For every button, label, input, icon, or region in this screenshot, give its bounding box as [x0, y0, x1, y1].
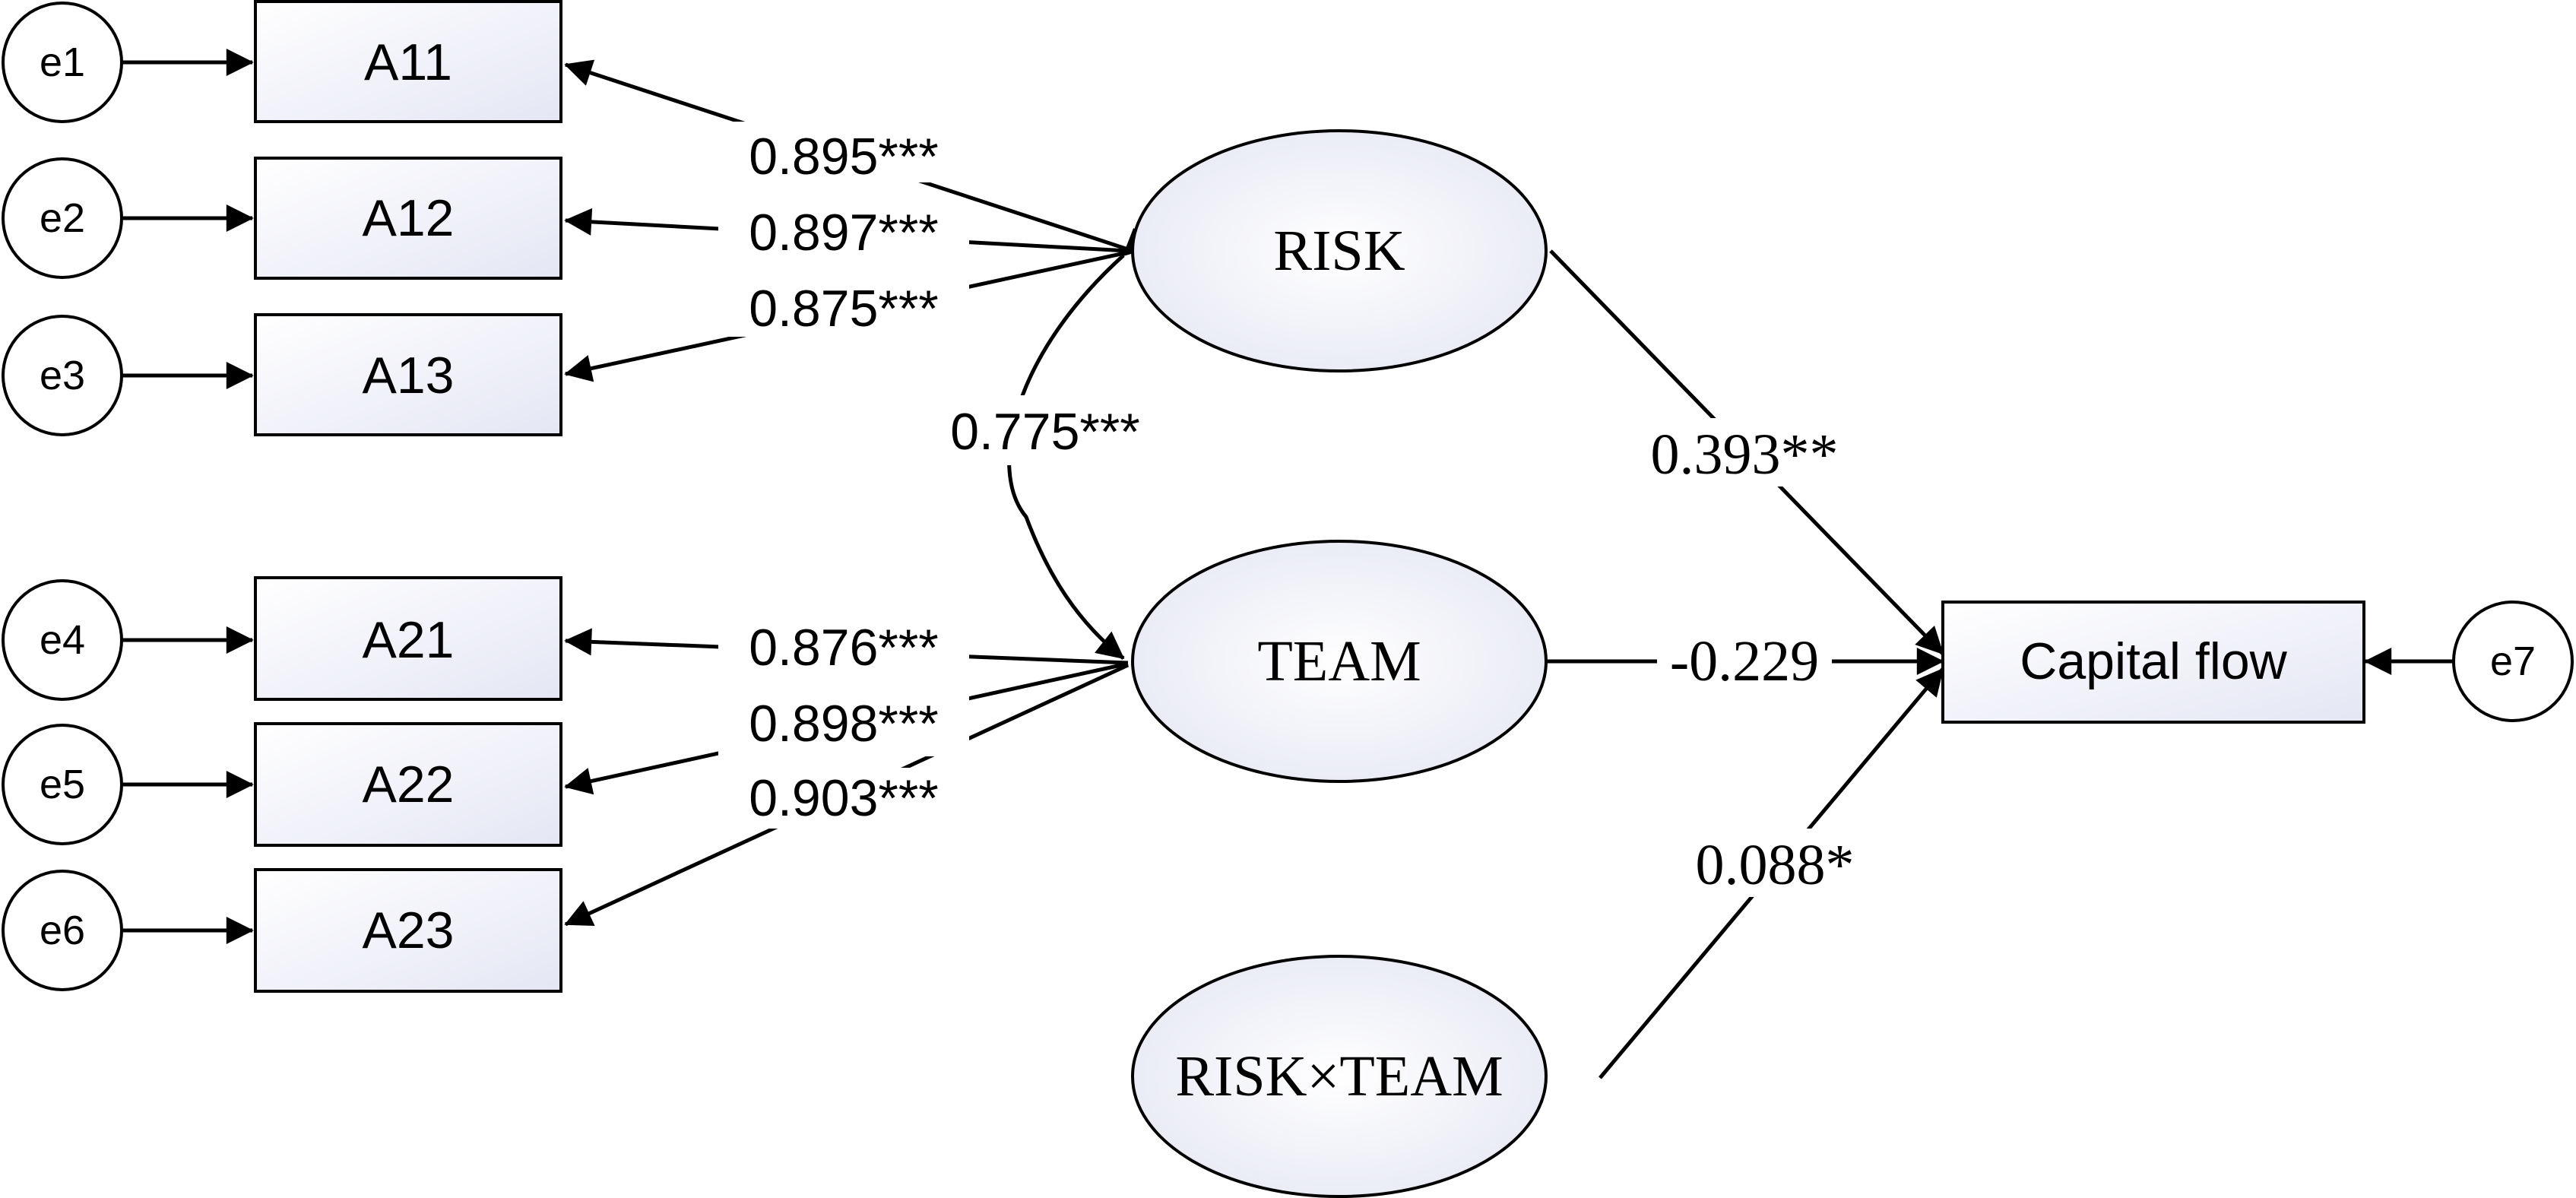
- indicator-a22: A22: [254, 722, 562, 847]
- loading-team-a23: 0.903***: [749, 769, 939, 827]
- error-e7-label: e7: [2490, 639, 2536, 684]
- indicator-a22-label: A22: [363, 756, 455, 813]
- error-arrows: [122, 49, 2461, 944]
- path-interaction-capital: 0.088*: [1696, 833, 1855, 897]
- error-e7: e7: [2452, 601, 2574, 722]
- path-risk-capital: 0.393**: [1651, 423, 1839, 486]
- indicator-a21-label: A21: [363, 611, 455, 669]
- loading-team-a22: 0.898***: [749, 695, 939, 753]
- latents: RISK TEAM RISK×TEAM: [1131, 129, 1548, 1198]
- indicator-a13: A13: [254, 313, 562, 436]
- indicator-a12-label: A12: [363, 189, 455, 247]
- error-e3: e3: [2, 315, 123, 436]
- error-e6-label: e6: [40, 908, 85, 953]
- label-backdrops: [718, 122, 1877, 897]
- risk-team-covariance-arrow: [1007, 227, 1152, 660]
- covariance-risk-team: 0.775***: [950, 403, 1140, 461]
- error-e1-label: e1: [40, 40, 85, 85]
- error-e5-label: e5: [40, 762, 85, 807]
- error-e3-label: e3: [40, 353, 85, 398]
- latent-risk-label: RISK: [1273, 219, 1405, 283]
- loading-risk-a12: 0.897***: [749, 204, 939, 261]
- outcome-capital-flow: Capital flow: [1941, 601, 2365, 724]
- error-e4-label: e4: [40, 617, 85, 663]
- loading-team-a21: 0.876***: [749, 619, 939, 677]
- error-e2-label: e2: [40, 195, 85, 241]
- indicators: A11 A12 A13 A21 A22 A23: [254, 0, 562, 993]
- indicator-a13-label: A13: [363, 347, 455, 404]
- indicator-a12: A12: [254, 157, 562, 280]
- indicator-a23: A23: [254, 868, 562, 993]
- loading-risk-a11: 0.895***: [749, 128, 939, 185]
- error-e2: e2: [2, 157, 123, 279]
- coefficient-labels: 0.895*** 0.897*** 0.875*** 0.775*** 0.87…: [749, 128, 1854, 897]
- latent-team: TEAM: [1131, 540, 1548, 783]
- indicator-a21: A21: [254, 576, 562, 701]
- error-e6: e6: [2, 870, 123, 991]
- latent-risk-x-team: RISK×TEAM: [1131, 955, 1548, 1198]
- indicator-a11: A11: [254, 0, 562, 123]
- latent-team-label: TEAM: [1257, 629, 1421, 693]
- error-e4: e4: [2, 579, 123, 701]
- indicator-a23-label: A23: [363, 902, 455, 959]
- path-team-capital: -0.229: [1670, 629, 1819, 693]
- latent-risk: RISK: [1131, 129, 1548, 372]
- error-e5: e5: [2, 724, 123, 845]
- error-terms: e1 e2 e3 e4 e5 e6 e7: [2, 2, 2574, 991]
- outcome-capital-flow-label: Capital flow: [2020, 632, 2287, 690]
- indicator-a11-label: A11: [364, 33, 452, 91]
- latent-risk-x-team-label: RISK×TEAM: [1175, 1044, 1503, 1108]
- error-e1: e1: [2, 2, 123, 123]
- loading-risk-a13: 0.875***: [749, 280, 939, 338]
